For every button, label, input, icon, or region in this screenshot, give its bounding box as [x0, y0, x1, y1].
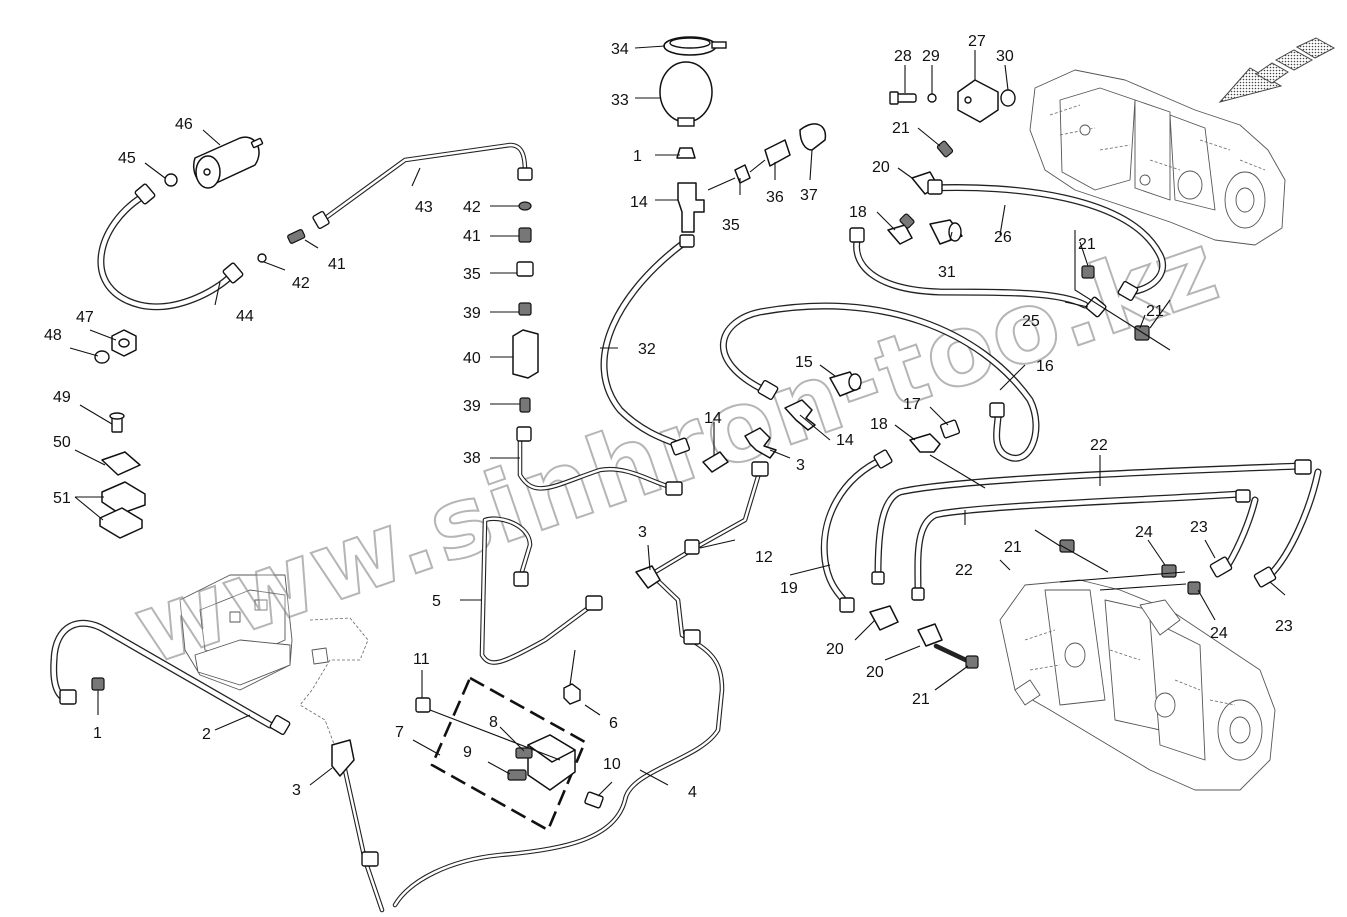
callout-14-top: 14 [630, 194, 648, 211]
callout-labels: 1 1 2 3 3 3 4 5 6 7 8 9 10 11 12 14 14 1… [44, 33, 1293, 801]
callout-24-bottom: 24 [1210, 625, 1228, 642]
callout-15: 15 [795, 354, 813, 371]
callout-39-top: 39 [463, 305, 481, 322]
callout-33: 33 [611, 92, 629, 109]
callout-23-bottom: 23 [1275, 618, 1293, 635]
callout-2: 2 [202, 726, 211, 743]
callout-18-top: 18 [849, 204, 867, 221]
callout-10: 10 [603, 756, 621, 773]
callout-21-right-upper: 21 [1078, 236, 1096, 253]
callout-19: 19 [780, 580, 798, 597]
callout-41-stack: 41 [463, 228, 481, 245]
callout-37: 37 [800, 187, 818, 204]
callout-14-mid: 14 [704, 410, 722, 427]
callout-30: 30 [996, 48, 1014, 65]
callout-1-left: 1 [93, 725, 102, 742]
pump-assembly-bottom-right [999, 579, 1276, 791]
callout-50: 50 [53, 434, 71, 451]
callout-3-mid: 3 [638, 524, 647, 541]
callout-14-right: 14 [836, 432, 854, 449]
callout-34: 34 [611, 41, 629, 58]
callout-51: 51 [53, 490, 71, 507]
callout-38: 38 [463, 450, 481, 467]
pump-assembly-top-right [1029, 69, 1286, 246]
callout-32: 32 [638, 341, 656, 358]
callout-9: 9 [463, 744, 472, 761]
callout-48: 48 [44, 327, 62, 344]
callout-45: 45 [118, 150, 136, 167]
callout-26: 26 [994, 229, 1012, 246]
callout-25: 25 [1022, 313, 1040, 330]
callout-3-center: 3 [796, 457, 805, 474]
callout-7: 7 [395, 724, 404, 741]
leader-lines [69, 45, 1286, 797]
callout-21-bottom: 21 [912, 691, 930, 708]
callout-21-mid-right: 21 [1004, 539, 1022, 556]
hose-lines [50, 142, 1322, 913]
callout-23-top: 23 [1190, 519, 1208, 536]
direction-arrow-icon [1218, 37, 1336, 103]
callout-44: 44 [236, 308, 254, 325]
callout-28: 28 [894, 48, 912, 65]
callout-12: 12 [755, 549, 773, 566]
callout-35-stack: 35 [463, 266, 481, 283]
callout-1-top: 1 [633, 148, 642, 165]
callout-36: 36 [766, 189, 784, 206]
callout-24-top: 24 [1135, 524, 1153, 541]
callout-17: 17 [903, 396, 921, 413]
callout-20-bottom: 20 [866, 664, 884, 681]
callout-3-left: 3 [292, 782, 301, 799]
callout-46: 46 [175, 116, 193, 133]
callout-8: 8 [489, 714, 498, 731]
callout-22-top: 22 [1090, 437, 1108, 454]
callout-4: 4 [688, 784, 697, 801]
callout-11: 11 [413, 651, 430, 668]
callout-20-top: 20 [872, 159, 890, 176]
callout-29: 29 [922, 48, 940, 65]
callout-31: 31 [938, 264, 956, 281]
callout-35-top: 35 [722, 217, 740, 234]
callout-6: 6 [609, 715, 618, 732]
valve-block-bottom-left [179, 574, 369, 761]
callout-42-left: 42 [292, 275, 310, 292]
callout-22-bottom: 22 [955, 562, 973, 579]
callout-39-bottom: 39 [463, 398, 481, 415]
callout-16: 16 [1036, 358, 1054, 375]
callout-18-mid: 18 [870, 416, 888, 433]
callout-41-left: 41 [328, 256, 346, 273]
callout-27: 27 [968, 33, 986, 50]
callout-5: 5 [432, 593, 441, 610]
callout-49: 49 [53, 389, 71, 406]
callout-47: 47 [76, 309, 94, 326]
callout-42-stack: 42 [463, 199, 481, 216]
callout-21-right-lower: 21 [1146, 303, 1164, 320]
callout-21-top: 21 [892, 120, 910, 137]
callout-43: 43 [415, 199, 433, 216]
callout-20-bottom-left: 20 [826, 641, 844, 658]
callout-40: 40 [463, 350, 481, 367]
